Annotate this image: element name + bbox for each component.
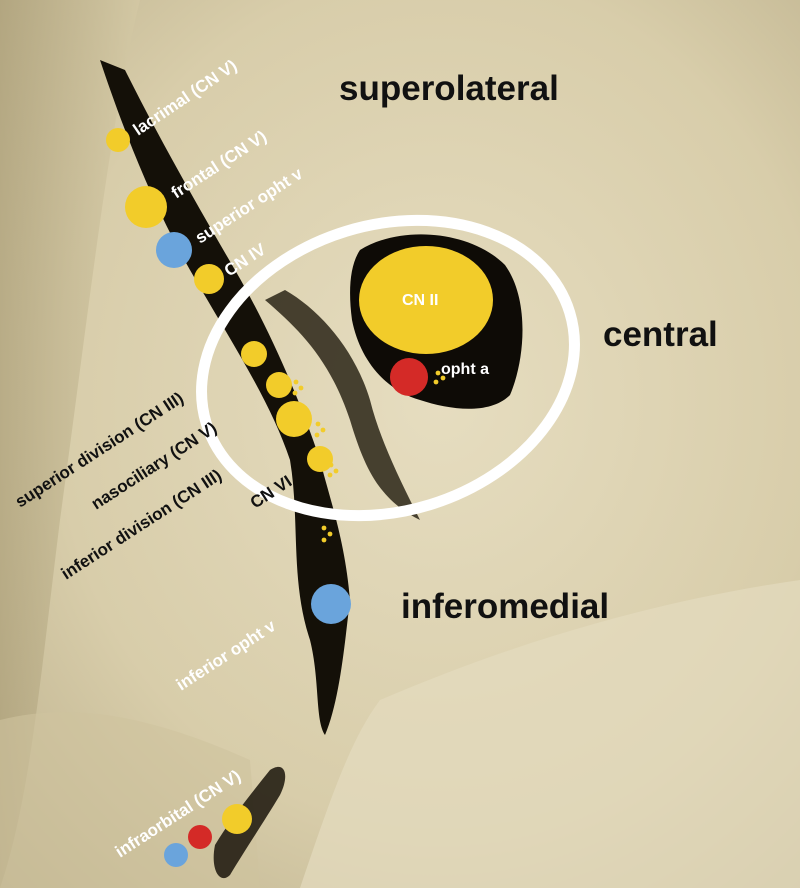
label-opht-a: opht a <box>441 361 489 378</box>
ophthalmic-artery-fibers <box>433 370 446 385</box>
region-label-superolateral: superolateral <box>339 69 559 108</box>
region-label-inferomedial: inferomedial <box>401 587 609 626</box>
inferior-division-dot <box>276 401 312 437</box>
inferior-division-fibers <box>314 421 326 438</box>
superior-division-dot <box>241 341 267 367</box>
bone-shadow-left <box>0 0 140 888</box>
nasociliary-dot <box>266 372 292 398</box>
fissure-shadow <box>265 290 420 520</box>
nasociliary-fibers <box>292 379 304 396</box>
common-tendinous-ring <box>196 214 580 522</box>
superior-ophthalmic-vein-dot <box>156 232 192 268</box>
cn-vi-fibers <box>327 462 339 478</box>
frontal-nerve-dot <box>125 186 167 228</box>
infraorbital-nerve-dot <box>222 804 252 834</box>
infraorbital-vein-dot <box>164 843 188 867</box>
lacrimal-nerve-dot <box>106 128 130 152</box>
cn-iv-dot <box>194 264 224 294</box>
cn-ii-dot <box>359 246 493 354</box>
superior-orbital-fissure <box>100 60 350 735</box>
infraorbital-artery-dot <box>188 825 212 849</box>
inferior-ophthalmic-vein-dot <box>311 584 351 624</box>
cn-vi-dot <box>307 446 333 472</box>
ophthalmic-artery-dot <box>390 358 428 396</box>
label-cn-ii: CN II <box>402 292 438 309</box>
bone-highlight-lower <box>300 580 800 888</box>
region-label-central: central <box>603 315 718 354</box>
inferomedial-fibers <box>321 525 333 543</box>
